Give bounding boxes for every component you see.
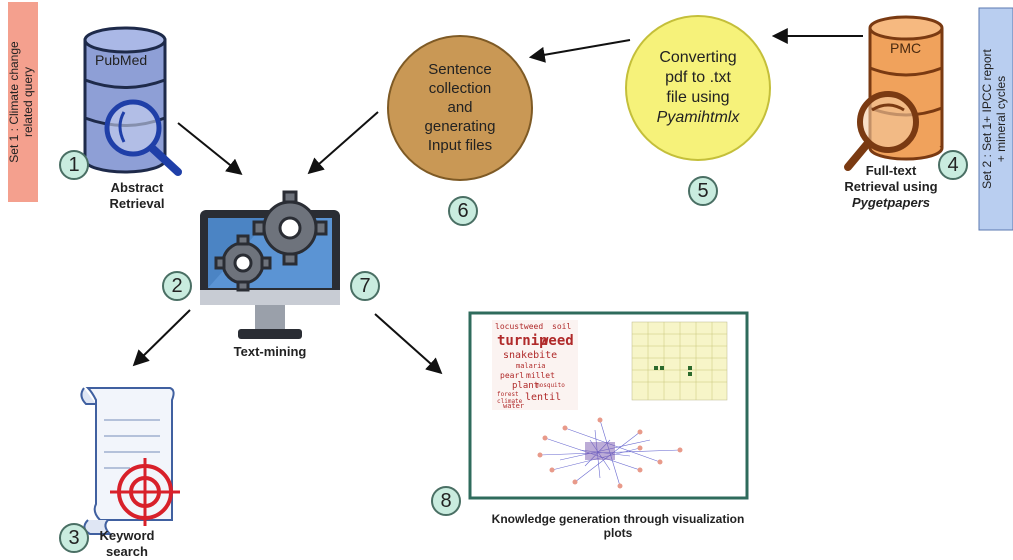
network-graph-nodes [537,417,683,489]
knowledge-generation-line1: Knowledge generation through visualizati… [491,512,745,526]
set2-box [978,7,1013,231]
wordcloud-word: locustweed [495,322,544,331]
keyword-search-line2: search [106,544,148,559]
sentence-line1: Sentence [428,61,492,78]
step-number-4: 4 [938,150,968,180]
step-number-6: 6 [448,196,478,226]
fulltext-retrieval-line3: Pygetpapers [851,195,931,210]
sentence-collection-text: Sentence collection and generating Input… [398,60,522,155]
sentence-line3: and [447,99,473,116]
converting-line1: Converting [659,49,737,66]
wordcloud-word: mosquito [536,382,565,389]
scroll-document-icon [80,387,175,535]
abstract-retrieval-label: Abstract Retrieval [97,180,177,212]
fulltext-retrieval-label: Full-text Retrieval using Pygetpapers [836,163,946,211]
wordcloud-word: forest [497,391,519,398]
text-mining-label: Text-mining [233,344,307,359]
network-graph-cluster [585,442,615,460]
step-number-5: 5 [688,176,718,206]
wordcloud-word: snakebite [503,350,558,361]
knowledge-generation-line2: plots [603,526,633,540]
gear-icon [252,190,328,266]
heatmap-plot [631,321,728,401]
sentence-line4: generating [424,118,496,135]
wordcloud-word: turnip [497,333,548,349]
wordcloud-word: malaria [516,362,546,370]
converting-circle [625,15,771,161]
converting-line2: pdf to .txt [665,69,731,86]
sentence-collection-circle [387,35,533,181]
wordcloud-word: millet [526,371,555,380]
step-number-7: 7 [350,271,380,301]
wordcloud-word: soil [552,322,572,331]
wordcloud-word: weed [540,333,574,349]
keyword-search-label: Keyword search [92,528,162,560]
set2-label-line2: + mineral cycles [994,75,1008,163]
abstract-retrieval-line1: Abstract [110,180,164,195]
keyword-search-line1: Keyword [99,528,155,543]
fulltext-retrieval-line1: Full-text [865,163,917,178]
set2-label-line1: Set 2 : Set 1+ IPCC report [980,49,994,189]
target-icon [110,458,180,526]
wordcloud-word: climate [497,398,523,405]
converting-line3: file using [666,89,730,106]
set1-label-line1: Set 1 : Climate change [7,41,21,163]
abstract-retrieval-line2: Retrieval [109,196,165,211]
fulltext-retrieval-line2: Retrieval using [844,179,938,194]
pmc-label: PMC [890,40,922,56]
magnifier-icon-pmc [844,91,919,171]
wordcloud-word: lentil [525,392,562,403]
set1-label-line2: related query [21,66,35,138]
converting-text: Converting pdf to .txt file using Pyamih… [636,48,760,128]
set2-label: Set 2 : Set 1+ IPCC report + mineral cyc… [980,9,1012,229]
step-number-2: 2 [162,271,192,301]
set1-box [8,2,38,202]
step-number-1: 1 [59,150,89,180]
wordcloud-word: water [503,402,525,410]
sentence-line5: Input files [427,137,493,154]
flow-arrows [132,28,863,375]
wordcloud-plot [492,320,578,410]
knowledge-generation-label: Knowledge generation through visualizati… [468,512,768,540]
wordcloud-word: plant [512,381,540,391]
pubmed-label: PubMed [95,52,148,68]
converting-line4: Pyamihtmlx [656,109,740,126]
gear-icon-small [214,234,272,292]
sentence-line2: collection [428,80,492,97]
step-number-8: 8 [431,486,461,516]
magnifier-icon [104,99,182,176]
step-number-3: 3 [59,523,89,553]
wordcloud-word: pearl [500,371,525,380]
set1-label: Set 1 : Climate change related query [7,2,39,202]
